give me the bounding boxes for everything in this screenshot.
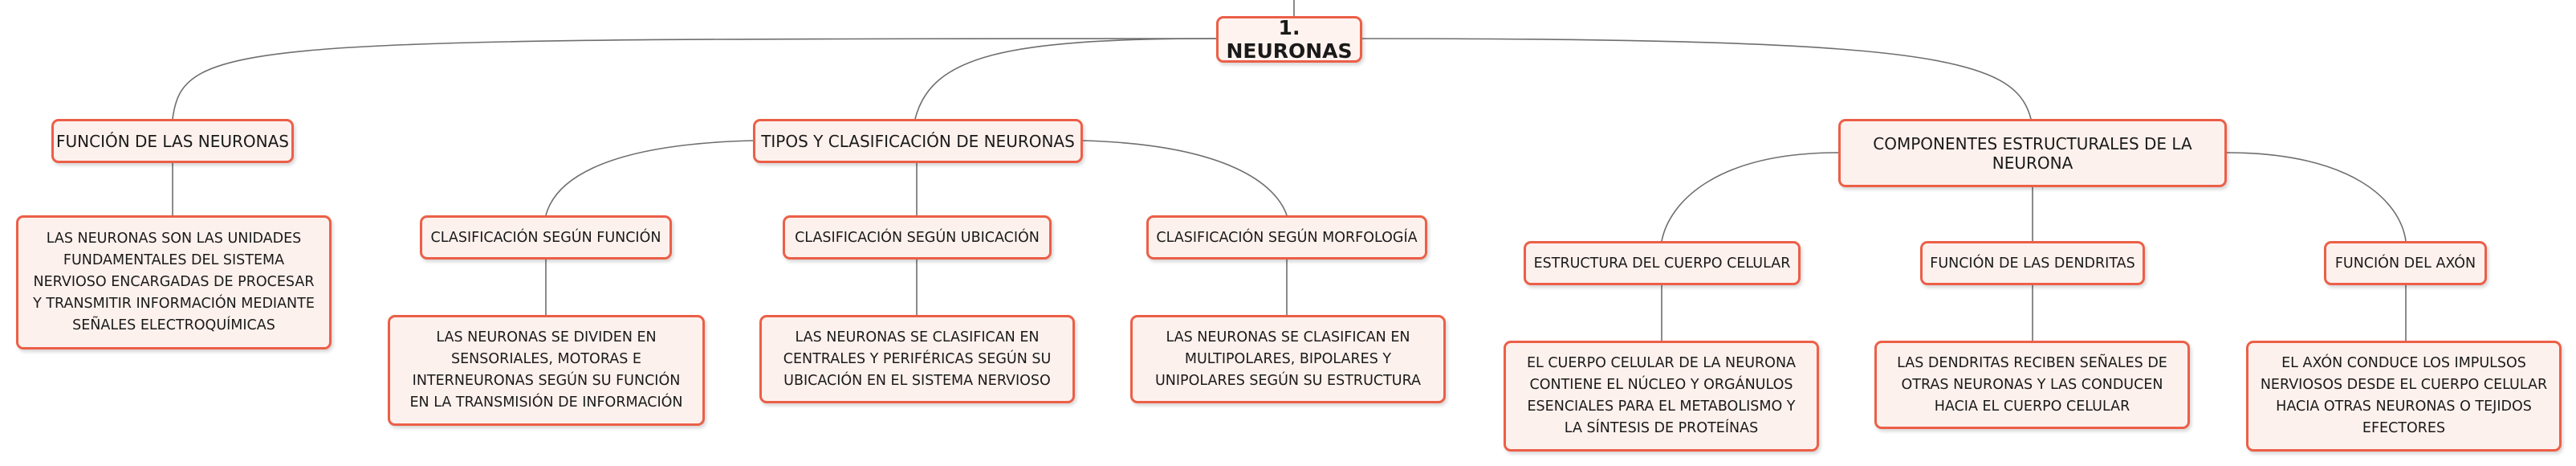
detail-clasificacion-funcion[interactable]: LAS NEURONAS SE DIVIDEN EN SENSORIALES, … [388,315,705,426]
detail-text: LAS NEURONAS SON LAS UNIDADES FUNDAMENTA… [33,231,315,333]
detail-text: LAS NEURONAS SE CLASIFICAN EN MULTIPOLAR… [1154,329,1422,389]
node-tipos-clasificacion[interactable]: TIPOS Y CLASIFICACIÓN DE NEURONAS [753,119,1083,163]
connector-root-componentes [1361,38,2032,120]
node-label: CLASIFICACIÓN SEGÚN MORFOLOGÍA [1156,229,1418,246]
node-label: ESTRUCTURA DEL CUERPO CELULAR [1533,255,1791,272]
detail-text: LAS NEURONAS SE CLASIFICAN EN CENTRALES … [783,329,1052,389]
root-label: 1. NEURONAS [1226,16,1353,63]
detail-cuerpo-celular[interactable]: EL CUERPO CELULAR DE LA NEURONA CONTIENE… [1504,341,1819,452]
connector-tipos-funcion [545,140,754,216]
node-label: FUNCIÓN DE LAS NEURONAS [56,131,289,151]
connector-root-funcion [172,38,1217,120]
detail-text: LAS NEURONAS SE DIVIDEN EN SENSORIALES, … [409,329,683,411]
detail-funcion-neuronas[interactable]: LAS NEURONAS SON LAS UNIDADES FUNDAMENTA… [16,215,332,350]
detail-text: EL AXÓN CONDUCE LOS IMPULSOS NERVIOSOS D… [2260,355,2548,436]
detail-dendritas[interactable]: LAS DENDRITAS RECIBEN SEÑALES DE OTRAS N… [1874,341,2190,429]
node-componentes-estructurales[interactable]: COMPONENTES ESTRUCTURALES DE LA NEURONA [1838,119,2227,187]
node-clasificacion-ubicacion[interactable]: CLASIFICACIÓN SEGÚN UBICACIÓN [783,215,1052,260]
detail-clasificacion-ubicacion[interactable]: LAS NEURONAS SE CLASIFICAN EN CENTRALES … [759,315,1075,403]
connector-comp-axon [2226,152,2407,242]
connector-root-tipos [914,38,1217,120]
detail-text: LAS DENDRITAS RECIBEN SEÑALES DE OTRAS N… [1897,354,2167,415]
node-label: CLASIFICACIÓN SEGÚN FUNCIÓN [430,229,661,246]
detail-axon[interactable]: EL AXÓN CONDUCE LOS IMPULSOS NERVIOSOS D… [2246,341,2562,452]
connector-comp-cuerpo [1661,152,1839,242]
node-dendritas[interactable]: FUNCIÓN DE LAS DENDRITAS [1920,241,2145,285]
connector-tipos-morfologia [1082,140,1288,216]
node-label: FUNCIÓN DE LAS DENDRITAS [1930,255,2135,272]
node-cuerpo-celular[interactable]: ESTRUCTURA DEL CUERPO CELULAR [1524,241,1801,285]
node-axon[interactable]: FUNCIÓN DEL AXÓN [2324,241,2487,285]
node-label: TIPOS Y CLASIFICACIÓN DE NEURONAS [761,131,1075,151]
root-node[interactable]: 1. NEURONAS [1216,16,1362,63]
node-label: FUNCIÓN DEL AXÓN [2334,255,2476,272]
node-funcion-neuronas[interactable]: FUNCIÓN DE LAS NEURONAS [51,119,294,163]
node-clasificacion-morfologia[interactable]: CLASIFICACIÓN SEGÚN MORFOLOGÍA [1146,215,1427,260]
detail-clasificacion-morfologia[interactable]: LAS NEURONAS SE CLASIFICAN EN MULTIPOLAR… [1130,315,1446,403]
detail-text: EL CUERPO CELULAR DE LA NEURONA CONTIENE… [1526,355,1797,436]
node-clasificacion-funcion[interactable]: CLASIFICACIÓN SEGÚN FUNCIÓN [420,215,672,260]
node-label: COMPONENTES ESTRUCTURALES DE LA NEURONA [1873,133,2192,173]
node-label: CLASIFICACIÓN SEGÚN UBICACIÓN [795,229,1040,246]
